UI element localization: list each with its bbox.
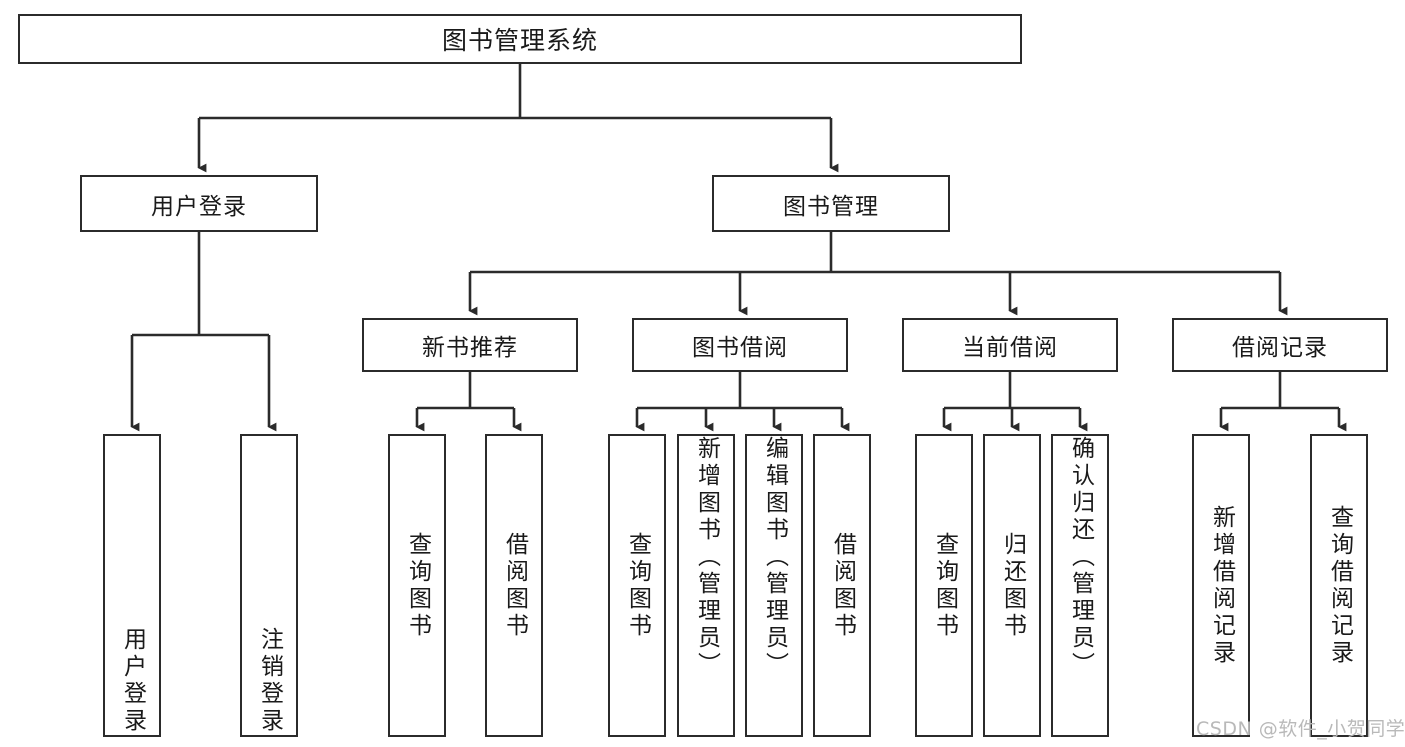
node-leaf-label: 归还图书 — [999, 531, 1026, 640]
node-root-label: 图书管理系统 — [441, 26, 598, 55]
node-leaf-10[interactable]: 归还图书 — [983, 434, 1041, 737]
node-leaf-label: 借阅图书 — [829, 531, 856, 640]
node-level2-label: 新书推荐 — [422, 335, 518, 361]
node-level2-2[interactable]: 图书借阅 — [632, 318, 848, 372]
node-leaf-label: 借阅图书 — [501, 531, 528, 640]
node-level2-4[interactable]: 借阅记录 — [1172, 318, 1388, 372]
node-leaf-label: 新增图书（管理员） — [693, 436, 720, 679]
node-level2-label: 借阅记录 — [1232, 335, 1328, 361]
node-level1-1[interactable]: 用户登录 — [80, 175, 318, 232]
node-leaf-label: 查询借阅记录 — [1326, 504, 1353, 667]
node-leaf-5[interactable]: 查询图书 — [608, 434, 666, 737]
watermark: CSDN @软件_小贺同学 — [1196, 718, 1405, 740]
node-leaf-1[interactable]: 用户登录 — [103, 434, 161, 737]
node-leaf-label: 查询图书 — [931, 531, 958, 640]
node-level1-2[interactable]: 图书管理 — [712, 175, 950, 232]
node-level2-3[interactable]: 当前借阅 — [902, 318, 1118, 372]
node-leaf-label: 查询图书 — [404, 531, 431, 640]
node-leaf-label: 注销登录 — [256, 627, 283, 735]
node-root-book-management-system[interactable]: 图书管理系统 — [18, 14, 1022, 64]
node-leaf-label: 确认归还（管理员） — [1067, 436, 1094, 679]
node-leaf-4[interactable]: 借阅图书 — [485, 434, 543, 737]
node-leaf-6[interactable]: 新增图书（管理员） — [677, 434, 735, 737]
node-level1-label: 图书管理 — [783, 193, 879, 220]
node-leaf-9[interactable]: 查询图书 — [915, 434, 973, 737]
node-level1-label: 用户登录 — [151, 193, 247, 220]
node-leaf-label: 用户登录 — [119, 627, 146, 735]
node-level2-1[interactable]: 新书推荐 — [362, 318, 578, 372]
node-leaf-7[interactable]: 编辑图书（管理员） — [745, 434, 803, 737]
node-leaf-13[interactable]: 查询借阅记录 — [1310, 434, 1368, 737]
node-leaf-8[interactable]: 借阅图书 — [813, 434, 871, 737]
node-leaf-3[interactable]: 查询图书 — [388, 434, 446, 737]
node-leaf-11[interactable]: 确认归还（管理员） — [1051, 434, 1109, 737]
node-leaf-label: 查询图书 — [624, 531, 651, 640]
node-leaf-2[interactable]: 注销登录 — [240, 434, 298, 737]
node-leaf-12[interactable]: 新增借阅记录 — [1192, 434, 1250, 737]
node-leaf-label: 新增借阅记录 — [1208, 504, 1235, 667]
node-level2-label: 图书借阅 — [692, 335, 788, 361]
node-level2-label: 当前借阅 — [962, 335, 1058, 361]
node-leaf-label: 编辑图书（管理员） — [761, 436, 788, 679]
